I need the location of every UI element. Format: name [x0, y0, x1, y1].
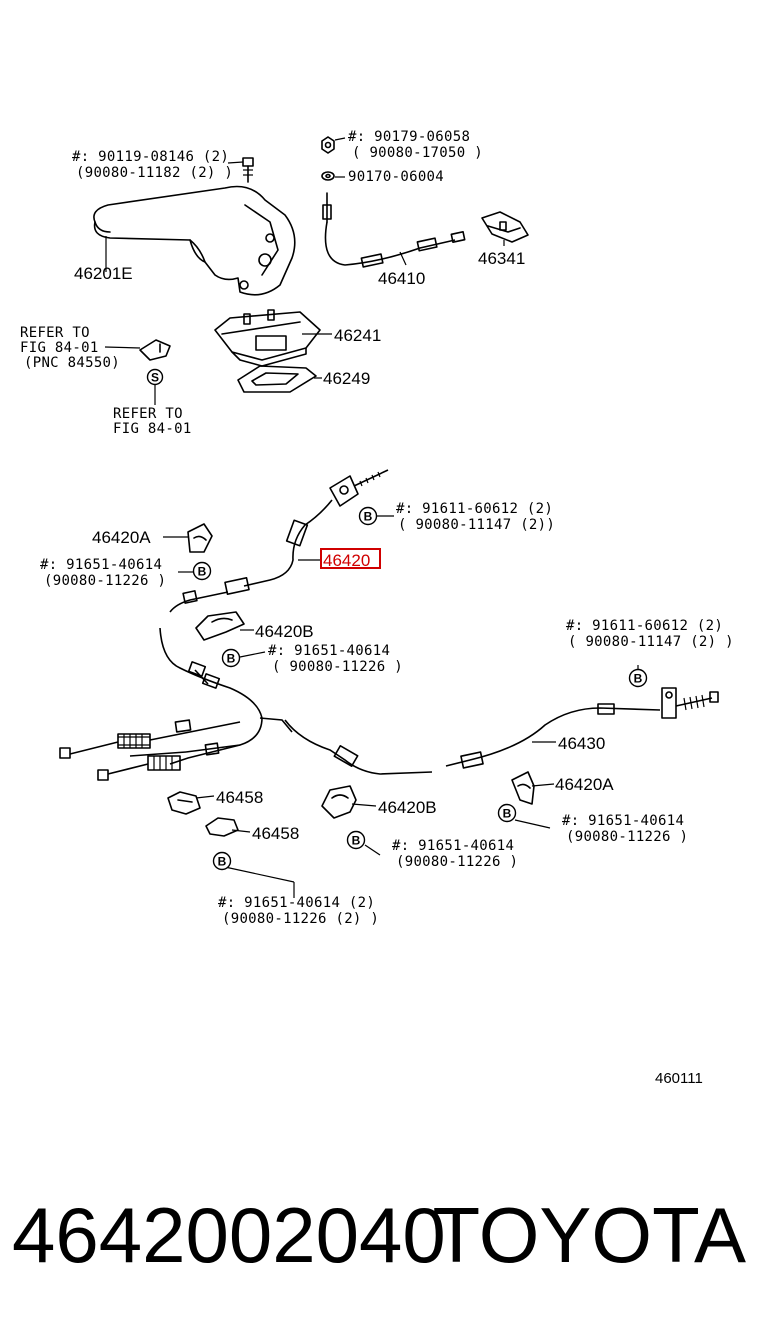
cable-clamp-icon: [195, 611, 245, 641]
bolt-ref-label: #: 90119-08146 (2): [72, 149, 229, 165]
refer-fig-pnc-label: (PNC 84550): [24, 355, 120, 371]
cable-retainer-upper-icon: [167, 791, 201, 815]
brake-switch-icon: [139, 339, 171, 361]
rear-cable-left-icon: [59, 627, 293, 781]
b-marker: B: [497, 803, 517, 823]
footer: 4642002040 TOYOTA: [0, 1185, 760, 1295]
clip-ref-alt-label: (90080-11226 ): [566, 829, 688, 845]
svg-text:B: B: [218, 855, 227, 869]
washer-icon: [321, 171, 335, 181]
brand-name: TOYOTA: [432, 1191, 747, 1279]
rear-cable-right-icon: [445, 687, 719, 769]
cable-clip-icon: [187, 523, 213, 553]
svg-text:B: B: [634, 672, 643, 686]
clip-ref-label: #: 91651-40614: [40, 557, 162, 573]
nut-icon: [321, 136, 335, 154]
b-marker: B: [346, 830, 366, 850]
cable-clamp-lower-icon: [321, 785, 357, 819]
part-label-46341[interactable]: 46341: [478, 249, 525, 268]
lever-bolt-icon: [242, 157, 254, 183]
part-number-title: 4642002040: [12, 1191, 446, 1279]
svg-text:S: S: [151, 371, 159, 385]
clamp-ref-alt-label: ( 90080-11147 (2)): [398, 517, 555, 533]
refer-fig-label: FIG 84-01: [113, 421, 192, 437]
part-label-46420B[interactable]: 46420B: [255, 622, 314, 641]
intermediate-cable-icon: [322, 192, 466, 268]
cable-retainer-lower-icon: [205, 817, 239, 837]
b-marker: B: [192, 561, 212, 581]
parking-brake-lever-icon: [93, 185, 296, 296]
b-marker: B: [221, 648, 241, 668]
bolt-ref-alt-label: (90080-11182 (2) ): [76, 165, 233, 181]
front-cable-icon: [169, 469, 389, 613]
refer-fig-label: FIG 84-01: [20, 340, 99, 356]
svg-text:B: B: [227, 652, 236, 666]
clip-ref-label: #: 91651-40614: [392, 838, 514, 854]
clip-ref-alt-label: (90080-11226 ): [396, 854, 518, 870]
clip-ref-label: #: 91651-40614: [268, 643, 390, 659]
part-label-46458[interactable]: 46458: [216, 788, 263, 807]
s-marker: S: [146, 368, 164, 386]
clip-ref-alt-label: (90080-11226 ): [44, 573, 166, 589]
figure-code: 460111: [655, 1070, 703, 1087]
clip-ref-alt-label: (90080-11226 (2) ): [222, 911, 379, 927]
cable-clip-right-icon: [511, 771, 535, 805]
part-label-46420A-right[interactable]: 46420A: [555, 775, 614, 794]
part-label-46458-lower[interactable]: 46458: [252, 824, 299, 843]
svg-text:B: B: [352, 834, 361, 848]
lever-boot-icon: [237, 365, 317, 393]
equalizer-icon: [481, 211, 529, 243]
part-label-46420-selected[interactable]: 46420: [323, 551, 370, 570]
part-label-46420A[interactable]: 46420A: [92, 528, 151, 547]
clip-ref-label: #: 91651-40614 (2): [218, 895, 375, 911]
refer-fig-label: REFER TO: [113, 406, 183, 422]
clamp-ref-label: #: 91611-60612 (2): [566, 618, 723, 634]
svg-text:B: B: [198, 565, 207, 579]
part-label-46430[interactable]: 46430: [558, 734, 605, 753]
svg-text:B: B: [364, 510, 373, 524]
b-marker: B: [628, 668, 648, 688]
selected-part-highlight: [320, 548, 381, 569]
b-marker: B: [212, 851, 232, 871]
part-label-46420B-lower[interactable]: 46420B: [378, 798, 437, 817]
part-label-46241[interactable]: 46241: [334, 326, 381, 345]
clamp-ref-alt-label: ( 90080-11147 (2) ): [568, 634, 734, 650]
clip-ref-alt-label: ( 90080-11226 ): [272, 659, 403, 675]
refer-fig-label: REFER TO: [20, 325, 90, 341]
clamp-ref-label: #: 91611-60612 (2): [396, 501, 553, 517]
washer-ref-label: 90170-06004: [348, 169, 444, 185]
console-cover-icon: [214, 309, 321, 367]
svg-text:B: B: [503, 807, 512, 821]
part-label-46201E[interactable]: 46201E: [74, 264, 133, 283]
rear-cable-center-icon: [284, 719, 433, 775]
nut-ref-label: #: 90179-06058: [348, 129, 470, 145]
parking-brake-exploded-diagram: S: [20, 129, 734, 1087]
part-label-46410[interactable]: 46410: [378, 269, 425, 288]
clip-ref-label: #: 91651-40614: [562, 813, 684, 829]
nut-ref-alt-label: ( 90080-17050 ): [352, 145, 483, 161]
part-label-46249[interactable]: 46249: [323, 369, 370, 388]
b-marker: B: [358, 506, 378, 526]
